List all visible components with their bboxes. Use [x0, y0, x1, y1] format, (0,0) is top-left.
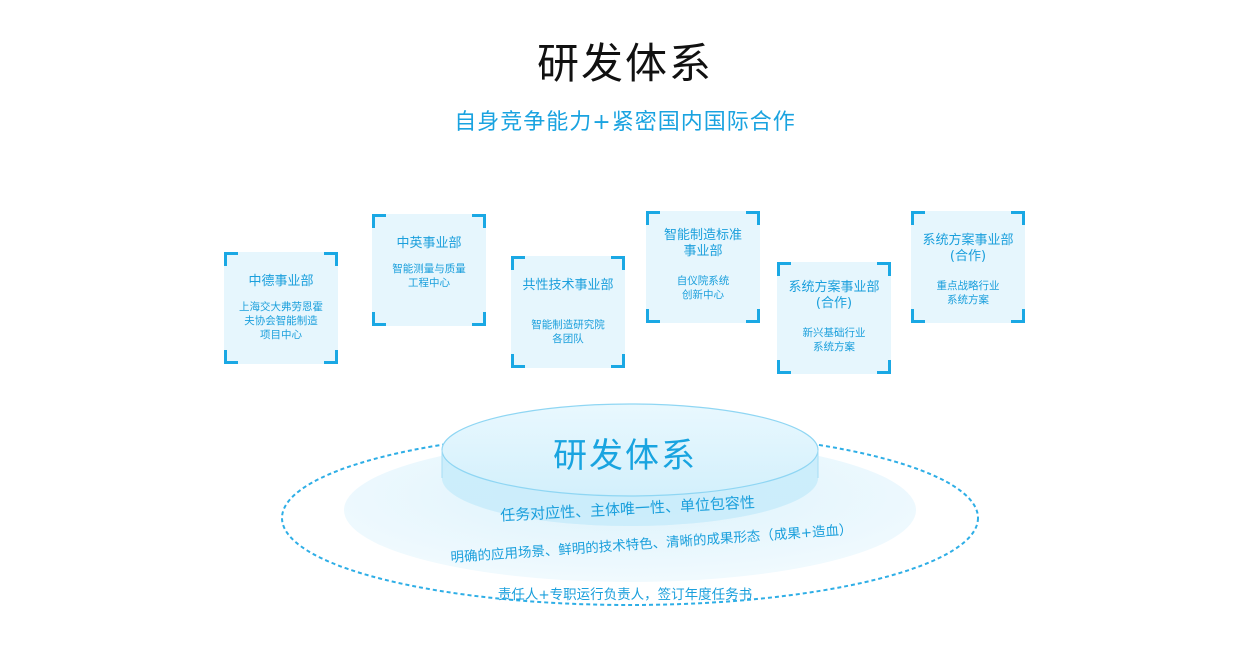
- corner-bracket-icon: [877, 262, 891, 276]
- department-description: 智能制造研究院 各团队: [531, 319, 605, 345]
- corner-bracket-icon: [224, 252, 238, 266]
- corner-bracket-icon: [372, 214, 386, 228]
- corner-bracket-icon: [777, 360, 791, 374]
- department-title: 共性技术事业部: [522, 278, 614, 293]
- corner-bracket-icon: [1011, 211, 1025, 225]
- corner-bracket-icon: [646, 309, 660, 323]
- corner-bracket-icon: [611, 256, 625, 270]
- department-description: 新兴基础行业 系统方案: [802, 327, 866, 353]
- corner-bracket-icon: [646, 211, 660, 225]
- corner-bracket-icon: [511, 256, 525, 270]
- department-description: 自仪院系统 创新中心: [676, 275, 730, 301]
- department-card-solutions-strategic: 系统方案事业部 (合作) 重点战略行业 系统方案: [911, 211, 1025, 323]
- core-platform-diagram: [281, 403, 979, 606]
- department-card-sino-german: 中德事业部 上海交大弗劳恩霍 夫协会智能制造 项目中心: [224, 252, 338, 364]
- department-description: 智能测量与质量 工程中心: [392, 263, 466, 289]
- corner-bracket-icon: [877, 360, 891, 374]
- department-card-sino-british: 中英事业部 智能测量与质量 工程中心: [372, 214, 486, 326]
- ring-label-3: 责任人+专职运行负责人，签订年度任务书: [497, 587, 753, 603]
- corner-bracket-icon: [324, 252, 338, 266]
- corner-bracket-icon: [372, 312, 386, 326]
- corner-bracket-icon: [472, 312, 486, 326]
- page-title: 研发体系: [536, 39, 713, 88]
- department-description: 上海交大弗劳恩霍 夫协会智能制造 项目中心: [239, 301, 323, 341]
- corner-bracket-icon: [611, 354, 625, 368]
- department-title: 系统方案事业部 (合作): [922, 233, 1014, 264]
- corner-bracket-icon: [911, 309, 925, 323]
- department-description: 重点战略行业 系统方案: [936, 280, 1000, 306]
- core-title: 研发体系: [553, 436, 697, 476]
- corner-bracket-icon: [324, 350, 338, 364]
- corner-bracket-icon: [224, 350, 238, 364]
- corner-bracket-icon: [511, 354, 525, 368]
- department-title: 中德事业部: [248, 274, 314, 289]
- department-card-solutions-emerging: 系统方案事业部 (合作) 新兴基础行业 系统方案: [777, 262, 891, 374]
- corner-bracket-icon: [746, 309, 760, 323]
- page-subtitle: 自身竞争能力+紧密国内国际合作: [454, 110, 796, 135]
- corner-bracket-icon: [472, 214, 486, 228]
- department-title: 智能制造标准 事业部: [663, 228, 742, 259]
- corner-bracket-icon: [746, 211, 760, 225]
- department-title: 系统方案事业部 (合作): [788, 280, 880, 311]
- department-card-standards: 智能制造标准 事业部 自仪院系统 创新中心: [646, 211, 760, 323]
- corner-bracket-icon: [911, 211, 925, 225]
- corner-bracket-icon: [1011, 309, 1025, 323]
- outer-dashed-ring: [281, 430, 979, 606]
- department-title: 中英事业部: [396, 236, 462, 251]
- corner-bracket-icon: [777, 262, 791, 276]
- department-card-common-tech: 共性技术事业部 智能制造研究院 各团队: [511, 256, 625, 368]
